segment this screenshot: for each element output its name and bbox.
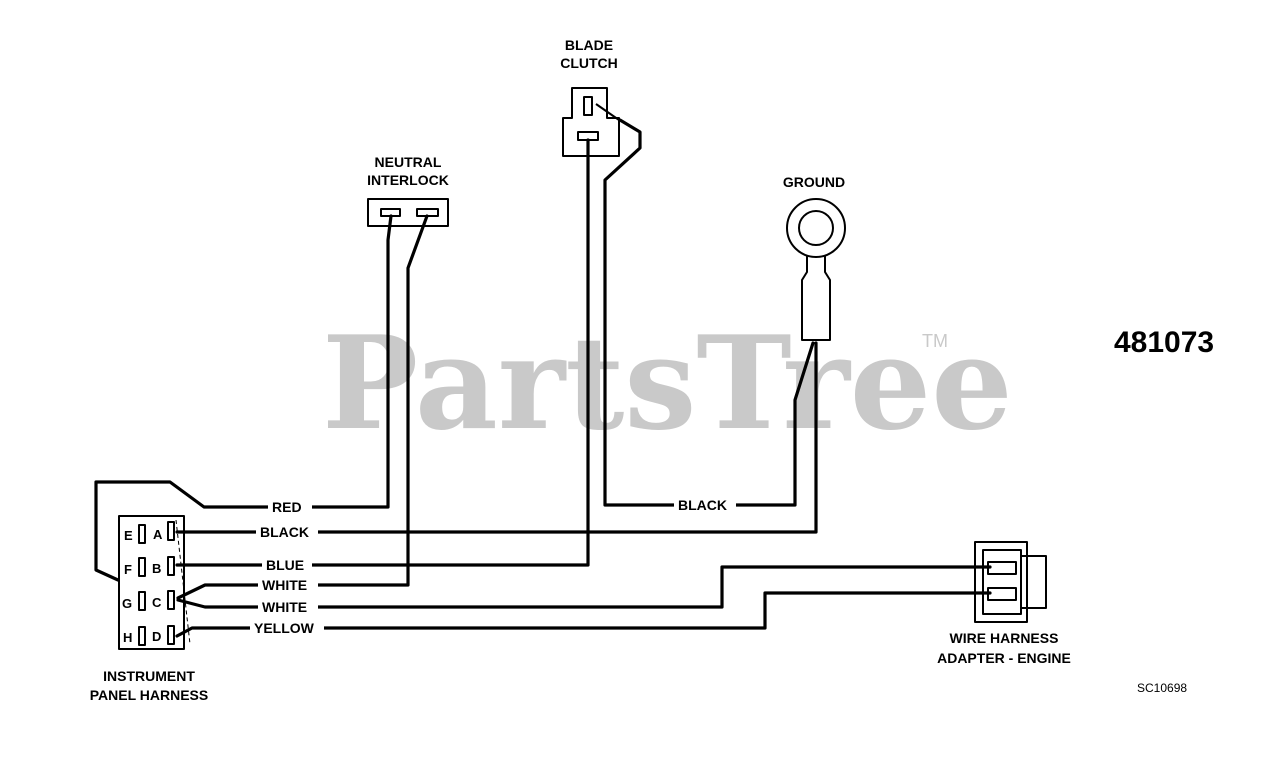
wire-black-ground xyxy=(603,118,815,507)
wire-harness-adapter-label-line1: WIRE HARNESS xyxy=(950,630,1059,646)
neutral-interlock-label-line1: NEUTRAL xyxy=(375,154,442,170)
blade-clutch-connector xyxy=(562,87,620,157)
pin-label-h: H xyxy=(123,630,132,645)
watermark-tm: TM xyxy=(922,331,948,351)
pin-label-c: C xyxy=(152,595,162,610)
wire-yellow xyxy=(175,591,992,638)
neutral-interlock-label-line2: INTERLOCK xyxy=(367,172,449,188)
pin-label-d: D xyxy=(152,629,161,644)
pin-label-a: A xyxy=(153,527,163,542)
wire-label-yellow: YELLOW xyxy=(254,620,315,636)
wire-blue xyxy=(175,138,590,567)
pin-label-e: E xyxy=(124,528,133,543)
wire-red xyxy=(94,214,393,582)
pin-label-f: F xyxy=(124,562,132,577)
wire-white-2 xyxy=(176,565,992,609)
ground-ring-terminal xyxy=(786,198,846,341)
wire-harness-adapter-connector xyxy=(974,541,1047,623)
wire-label-red: RED xyxy=(272,499,302,515)
reference-code: SC10698 xyxy=(1137,681,1187,695)
wire-white-1 xyxy=(176,214,429,600)
watermark-text: PartsTree xyxy=(322,309,1013,459)
part-number: 481073 xyxy=(1114,326,1214,359)
instrument-panel-harness-connector: E F G H A B C D xyxy=(118,515,191,650)
wire-label-white-2: WHITE xyxy=(262,599,307,615)
wire-label-blue: BLUE xyxy=(266,557,304,573)
wire-label-black-a: BLACK xyxy=(260,524,309,540)
wire-label-black-ground: BLACK xyxy=(678,497,727,513)
wire-black-a xyxy=(175,341,818,534)
wire-harness-adapter-label-line2: ADAPTER - ENGINE xyxy=(937,650,1071,666)
blade-clutch-label-line1: BLADE xyxy=(565,37,613,53)
wire-label-white-1: WHITE xyxy=(262,577,307,593)
pin-label-b: B xyxy=(152,561,161,576)
ground-label: GROUND xyxy=(783,174,845,190)
neutral-interlock-connector xyxy=(367,198,449,227)
blade-clutch-label-line2: CLUTCH xyxy=(560,55,618,71)
pin-label-g: G xyxy=(122,596,132,611)
instrument-panel-harness-label-line2: PANEL HARNESS xyxy=(90,687,209,703)
instrument-panel-harness-label-line1: INSTRUMENT xyxy=(103,668,195,684)
